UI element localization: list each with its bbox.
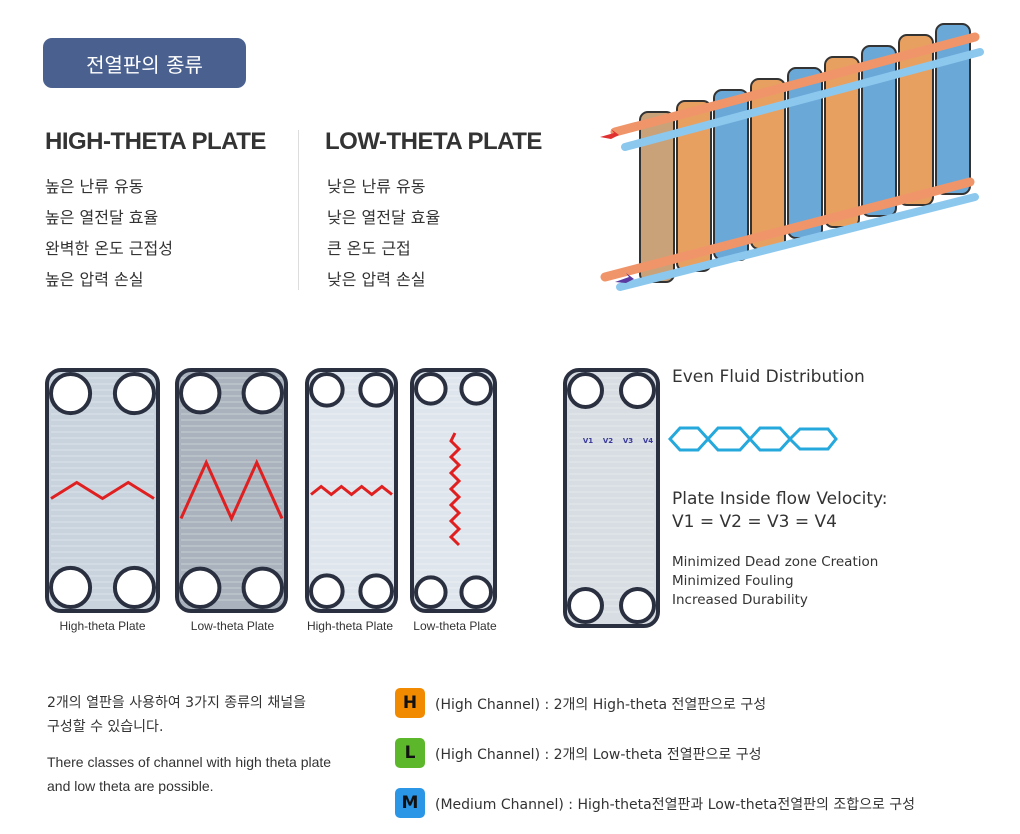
- intro-line: 2개의 열판을 사용하여 3가지 종류의 채널을: [47, 695, 307, 711]
- low-theta-list: 낮은 난류 유동 낮은 열전달 효율 큰 온도 근접 낮은 압력 손실: [327, 171, 440, 295]
- channel-desc: (High Channel) : 2개의 Low-theta 전열판으로 구성: [435, 747, 762, 763]
- high-theta-plate-image: [305, 368, 398, 617]
- low-theta-plate-image: [175, 368, 288, 617]
- velocity-label: V2: [602, 437, 614, 445]
- list-item: 낮은 난류 유동: [327, 177, 426, 196]
- intro-line: and low theta are possible.: [47, 778, 214, 794]
- badge-l: L: [395, 738, 425, 768]
- exchanger-plate: [639, 111, 675, 283]
- exchanger-plate: [935, 23, 971, 195]
- distribution-title: Even Fluid Distribution: [672, 367, 865, 387]
- badge-m: M: [395, 788, 425, 818]
- channel-desc: (Medium Channel) : High-theta전열판과 Low-th…: [435, 797, 916, 813]
- list-item: 큰 온도 근접: [327, 239, 411, 258]
- benefit-item: Minimized Fouling: [672, 573, 794, 589]
- channel-intro-ko: 2개의 열판을 사용하여 3가지 종류의 채널을 구성할 수 있습니다.: [47, 691, 306, 739]
- flow-zigzag: [448, 432, 462, 547]
- exchanger-plate: [898, 34, 934, 206]
- section-title: 전열판의 종류: [86, 52, 203, 77]
- list-item: 높은 난류 유동: [45, 177, 144, 196]
- plate-caption: High-theta Plate: [59, 619, 146, 633]
- velocity-title: Plate Inside flow Velocity:: [672, 489, 888, 509]
- velocity-label: V4: [642, 437, 654, 445]
- high-theta-list: 높은 난류 유동 높은 열전달 효율 완벽한 온도 근접성 높은 압력 손실: [45, 171, 173, 295]
- benefit-item: Minimized Dead zone Creation: [672, 554, 879, 570]
- channel-profile-icon: [668, 426, 838, 452]
- flow-distribution-plate-image: [563, 368, 660, 632]
- plate-heat-exchanger-illustration: [600, 23, 984, 291]
- velocity-label: V1: [582, 437, 594, 445]
- velocity-equation: V1 = V2 = V3 = V4: [672, 512, 837, 532]
- velocity-label: V3: [622, 437, 634, 445]
- list-item: 낮은 열전달 효율: [327, 208, 441, 227]
- exchanger-plate: [861, 45, 897, 217]
- intro-line: There classes of channel with high theta…: [47, 754, 332, 770]
- intro-line: 구성할 수 있습니다.: [47, 719, 164, 735]
- section-title-badge: 전열판의 종류: [43, 38, 246, 88]
- list-item: 낮은 압력 손실: [327, 270, 426, 289]
- plate-caption: High-theta Plate: [306, 619, 394, 633]
- plate-caption: Low-theta Plate: [190, 619, 275, 633]
- list-item: 높은 압력 손실: [45, 270, 144, 289]
- low-theta-plate-image: [410, 368, 497, 617]
- channel-desc: (High Channel) : 2개의 High-theta 전열판으로 구성: [435, 697, 767, 713]
- high-theta-heading: HIGH-THETA PLATE: [45, 128, 266, 155]
- list-item: 높은 열전달 효율: [45, 208, 159, 227]
- channel-intro-en: There classes of channel with high theta…: [47, 750, 331, 798]
- benefits-list: Minimized Dead zone Creation Minimized F…: [672, 553, 878, 610]
- badge-h: H: [395, 688, 425, 718]
- benefit-item: Increased Durability: [672, 592, 808, 608]
- list-item: 완벽한 온도 근접성: [45, 239, 173, 258]
- plate-caption: Low-theta Plate: [413, 619, 497, 633]
- low-theta-heading: LOW-THETA PLATE: [325, 128, 542, 155]
- divider: [298, 130, 299, 290]
- high-theta-plate-image: [45, 368, 160, 617]
